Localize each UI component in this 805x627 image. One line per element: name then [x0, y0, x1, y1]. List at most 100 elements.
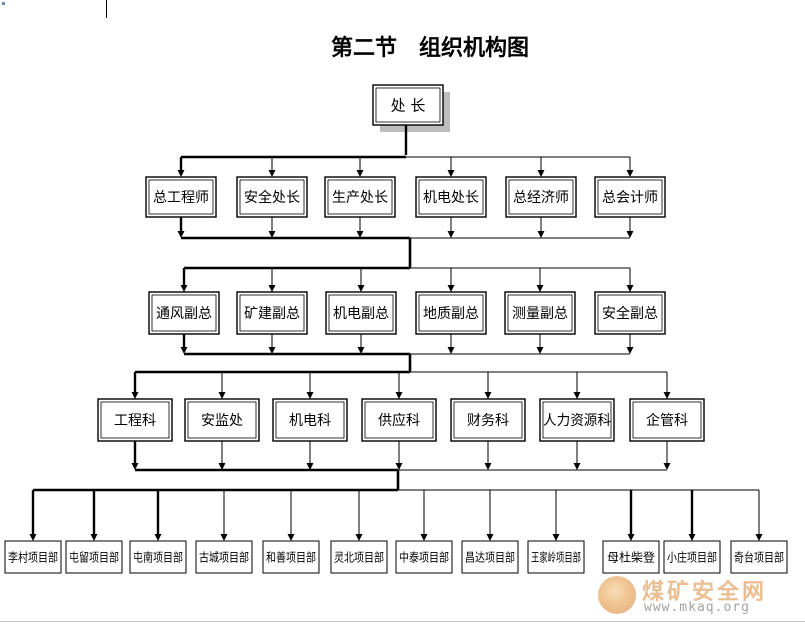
org-node-l1-1-inner-frame	[148, 179, 214, 215]
root-director-label: 处 长	[391, 96, 426, 114]
org-node-l2-2-label: 矿建副总	[244, 306, 300, 322]
root-director-inner-frame	[375, 87, 441, 123]
arrowhead	[626, 285, 634, 292]
arrowhead	[306, 392, 314, 399]
org-node-l4-1-frame	[4, 540, 62, 574]
page-bottom-divider	[0, 621, 805, 622]
arrowhead	[447, 347, 455, 354]
org-node-l3-7-inner-frame	[632, 401, 702, 439]
org-node-l4-12-label: 奇台项目部	[734, 549, 784, 564]
arrowhead	[627, 534, 635, 541]
site-watermark: 煤矿安全网 www.mkaq.org	[598, 574, 798, 620]
org-node-l3-3-frame	[272, 398, 348, 442]
arrowhead	[357, 285, 365, 292]
arrowhead	[420, 534, 428, 541]
arrowhead	[355, 534, 363, 541]
org-node-l3-4-label: 供应科	[378, 412, 420, 429]
org-node-l3-1-label: 工程科	[114, 413, 156, 429]
arrowhead	[537, 231, 545, 238]
org-node-l3-4-inner-frame	[364, 401, 434, 439]
org-node-l3-5-inner-frame	[453, 401, 523, 439]
org-node-l4-2-label: 屯留项目部	[69, 549, 119, 564]
arrowhead	[90, 534, 98, 541]
arrowhead	[573, 463, 581, 470]
arrowhead	[755, 534, 763, 541]
org-node-l3-2-inner-frame	[187, 401, 257, 439]
org-node-l2-5-inner-frame	[507, 294, 573, 332]
arrowhead	[447, 231, 455, 238]
org-node-l3-6-label: 人力资源科	[543, 413, 611, 429]
org-node-l1-1-label: 总工程师	[153, 190, 209, 206]
org-node-l1-3-inner-frame	[327, 179, 393, 215]
arrowhead	[484, 463, 492, 470]
arrowhead	[220, 534, 228, 541]
arrowhead	[688, 534, 696, 541]
org-node-l2-1-label: 通风副总	[156, 306, 212, 322]
org-node-l2-2-inner-frame	[239, 294, 305, 332]
org-node-l4-10-label: 母杜柴登	[607, 549, 655, 564]
arrowhead	[268, 285, 276, 292]
watermark-logo-icon	[598, 576, 636, 614]
org-node-l3-5-label: 财务科	[467, 413, 509, 429]
org-node-l1-5-frame	[505, 176, 577, 218]
org-node-l3-2-frame	[184, 398, 260, 442]
org-node-l1-5-label: 总经济师	[513, 190, 569, 206]
org-node-l4-7-label: 中泰项目部	[399, 549, 449, 564]
org-node-l4-7-frame	[395, 540, 453, 574]
org-node-l1-3-frame	[324, 176, 396, 218]
arrowhead	[552, 534, 560, 541]
org-node-l3-2-label: 安监处	[201, 413, 243, 429]
org-node-l4-8-label: 昌达项目部	[465, 549, 515, 564]
arrowhead	[356, 231, 364, 238]
org-node-l4-12-frame	[730, 540, 788, 574]
org-node-l4-6-frame	[330, 540, 388, 574]
arrowhead	[447, 170, 455, 177]
org-node-l2-5-frame	[504, 291, 576, 335]
watermark-url: www.mkaq.org	[644, 600, 750, 615]
org-node-l1-2-inner-frame	[239, 179, 305, 215]
arrowhead	[395, 463, 403, 470]
arrowhead	[626, 347, 634, 354]
org-node-l1-5-inner-frame	[508, 179, 574, 215]
org-node-l3-6-frame	[539, 398, 615, 442]
org-node-l1-6-inner-frame	[597, 179, 663, 215]
arrowhead	[537, 170, 545, 177]
arrowhead	[306, 463, 314, 470]
org-node-l4-4-frame	[195, 540, 253, 574]
arrowhead	[447, 285, 455, 292]
arrowhead	[131, 392, 139, 399]
org-node-l4-11-label: 小庄项目部	[667, 549, 717, 564]
arrowhead	[180, 285, 188, 292]
arrowhead	[268, 170, 276, 177]
org-node-l3-3-inner-frame	[275, 401, 345, 439]
arrowhead	[486, 534, 494, 541]
arrowhead	[626, 170, 634, 177]
org-node-l1-3-label: 生产处长	[332, 190, 388, 206]
arrowhead	[663, 392, 671, 399]
arrowhead	[180, 347, 188, 354]
org-node-l1-1-frame	[145, 176, 217, 218]
corner-marker	[2, 2, 5, 5]
org-node-l1-4-frame	[415, 176, 487, 218]
org-node-l1-4-inner-frame	[418, 179, 484, 215]
org-node-l1-6-label: 总会计师	[602, 190, 658, 206]
org-node-l1-2-frame	[236, 176, 308, 218]
org-node-l2-3-frame	[325, 291, 397, 335]
text-cursor	[106, 0, 107, 18]
org-node-l4-8-frame	[461, 540, 519, 574]
arrowhead	[154, 534, 162, 541]
org-node-l4-3-frame	[129, 540, 187, 574]
org-node-l2-6-label: 安全副总	[602, 305, 658, 322]
org-node-l4-11-frame	[663, 540, 721, 574]
arrowhead	[177, 170, 185, 177]
arrowhead	[268, 231, 276, 238]
org-node-l3-7-label: 企管科	[646, 412, 688, 429]
arrowhead	[356, 170, 364, 177]
arrowhead	[131, 463, 139, 470]
org-node-l2-3-label: 机电副总	[333, 306, 389, 322]
org-node-l4-5-label: 和善项目部	[266, 549, 316, 564]
org-node-l4-6-label: 灵北项目部	[334, 549, 384, 564]
org-node-l2-1-frame	[148, 291, 220, 335]
arrowhead	[626, 231, 634, 238]
